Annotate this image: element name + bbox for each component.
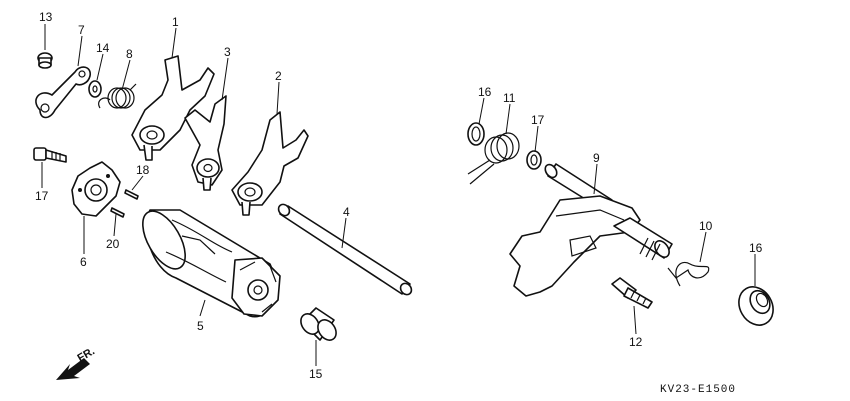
callout-14: 14 — [96, 41, 110, 55]
part-16-oil-seal — [738, 286, 774, 326]
part-14-washer — [88, 80, 102, 98]
part-9-gearshift-spindle — [509, 163, 673, 297]
callout-17a: 16 — [478, 85, 492, 99]
part-5-shift-drum — [142, 209, 281, 318]
part-8-spring — [98, 83, 137, 109]
callout-6: 6 — [80, 255, 87, 269]
front-label: FR. — [76, 345, 97, 364]
part-13-bolt — [37, 52, 53, 69]
callout-10: 10 — [699, 219, 713, 233]
part-17a-circlip — [467, 122, 485, 146]
callout-7: 7 — [78, 23, 85, 37]
part-15-bearing — [300, 307, 337, 341]
part-17b-circlip — [526, 150, 542, 170]
callout-12: 12 — [629, 335, 643, 349]
callout-20: 20 — [106, 237, 120, 251]
callout-18: 17 — [35, 189, 49, 203]
drawing-code: KV23-E1500 — [660, 384, 736, 396]
part-1-shift-fork — [131, 55, 215, 161]
leader-lines — [41, 24, 756, 366]
callout-2: 2 — [275, 69, 282, 83]
callout-5: 5 — [197, 319, 204, 333]
callout-1: 1 — [172, 15, 179, 29]
part-3-shift-fork — [184, 95, 227, 191]
part-7-stopper-arm — [35, 66, 91, 119]
part-20-pin — [110, 207, 125, 218]
callout-13: 13 — [39, 10, 53, 24]
part-11-spring — [467, 132, 520, 185]
part-6-stopper-plate — [71, 161, 121, 217]
callout-9: 9 — [593, 151, 600, 165]
callout-17b: 17 — [531, 113, 545, 127]
front-arrow — [56, 358, 90, 380]
part-2-shift-fork — [231, 111, 309, 216]
callout-4: 4 — [343, 205, 350, 219]
callout-15: 15 — [309, 367, 323, 381]
callout-16: 16 — [749, 241, 763, 255]
callout-19: 18 — [136, 163, 150, 177]
callout-8: 8 — [126, 47, 133, 61]
part-18-bolt — [33, 147, 67, 163]
part-19-pin — [124, 189, 139, 200]
callout-3: 3 — [224, 45, 231, 59]
callout-11: 11 — [503, 91, 516, 105]
part-4-fork-shaft — [277, 203, 413, 296]
part-10-return-spring — [667, 261, 710, 287]
part-12-pin-bolt — [611, 277, 653, 309]
